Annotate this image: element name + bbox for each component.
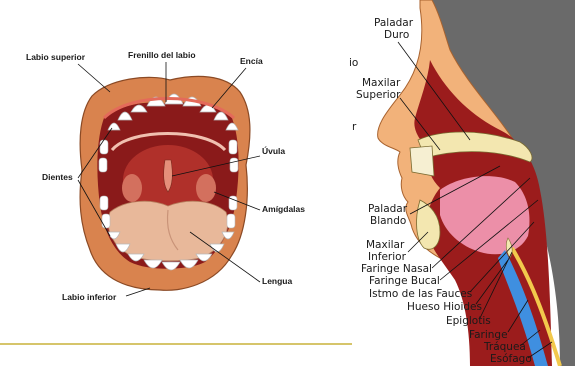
label-maxilar-inferior: Maxilar Inferior: [366, 239, 408, 263]
label-dientes: Dientes: [42, 172, 73, 182]
label-paladar-duro: Paladar Duro: [374, 17, 416, 41]
label-frenillo: Frenillo del labio: [128, 50, 196, 60]
tonsil-left: [122, 174, 142, 202]
label-faringe-nasal: Faringe Nasal: [361, 263, 432, 275]
label-maxilar-superior: Maxilar Superior: [356, 77, 404, 101]
tonsil-right: [196, 174, 216, 202]
label-lengua: Lengua: [262, 276, 292, 286]
label-hueso-hioides: Hueso Hioides: [407, 301, 482, 313]
label-encia: Encía: [240, 56, 263, 66]
mouth-illustration: [80, 76, 250, 290]
label-faringe-bucal: Faringe Bucal: [369, 275, 440, 287]
label-istmo: Istmo de las Fauces: [369, 288, 472, 300]
label-epiglotis: Epiglotis: [446, 315, 491, 327]
label-traquea: Tráquea: [483, 341, 526, 353]
edge-fragment-io: io: [349, 57, 358, 69]
label-amigdalas: Amígdalas: [262, 204, 305, 214]
upper-teeth-section: [410, 146, 434, 176]
label-esofago: Esófago: [490, 353, 532, 365]
label-labio-inferior: Labio inferior: [62, 292, 117, 302]
label-uvula: Úvula: [262, 145, 285, 156]
label-labio-superior: Labio superior: [26, 52, 86, 62]
label-paladar-blando: Paladar Blando: [368, 203, 410, 227]
label-faringe: Faringe: [469, 329, 508, 341]
edge-fragment-r: r: [352, 121, 357, 133]
